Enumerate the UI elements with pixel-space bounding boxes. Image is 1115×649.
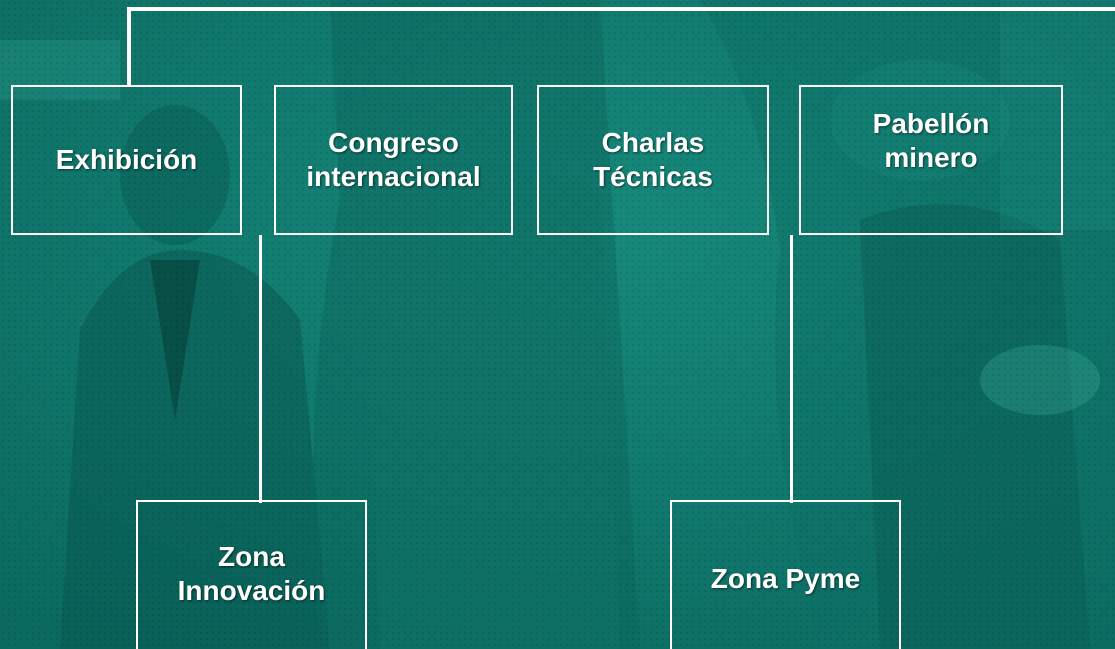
node-charlas-tecnicas: Charlas Técnicas [537, 85, 769, 235]
node-label-line: Exhibición [55, 143, 198, 175]
node-pabellon-minero: Pabellón minero [799, 85, 1063, 235]
connector-pabellon-to-zona-pyme [790, 235, 793, 503]
node-congreso-internacional: Congreso internacional [274, 85, 513, 235]
node-label-line: Innovación [177, 575, 326, 607]
node-exhibicion: Exhibición [11, 85, 242, 235]
node-label-line: minero [884, 142, 978, 174]
connector-top-horizontal [127, 7, 1115, 11]
node-zona-pyme: Zona Pyme [670, 500, 901, 649]
node-label-line: Pabellón [872, 108, 990, 139]
node-label-line: Zona [218, 541, 285, 572]
connector-exhibicion-to-zona-innovacion [259, 235, 262, 503]
node-zona-innovacion: Zona Innovación [136, 500, 367, 649]
node-label-line: Congreso [328, 126, 459, 158]
connector-top-vertical [127, 7, 131, 87]
node-label-line: Charlas [601, 126, 705, 158]
node-label-line: Técnicas [593, 161, 713, 192]
node-label-line: Zona Pyme [710, 563, 861, 594]
node-label-line: internacional [306, 161, 481, 192]
